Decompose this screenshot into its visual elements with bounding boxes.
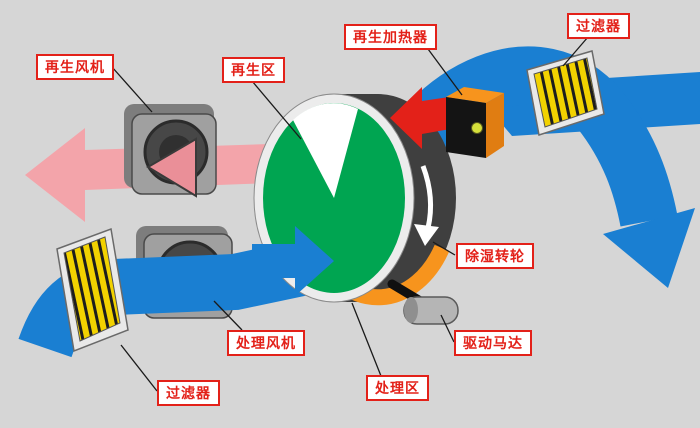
heater-top-face xyxy=(446,87,504,103)
heater-indicator-dot xyxy=(471,122,483,134)
filter-media xyxy=(533,57,598,128)
label-filter-bottom: 过滤器 xyxy=(157,380,220,406)
regen-exhaust-flow-arrow xyxy=(146,137,197,198)
label-regen-zone: 再生区 xyxy=(222,57,285,83)
label-drive-motor: 驱动马达 xyxy=(454,330,532,356)
filter-top xyxy=(526,50,605,136)
heater-front-face xyxy=(446,97,486,158)
dehumidifier-wheel xyxy=(253,93,456,306)
leader-line-regen-fan xyxy=(111,66,153,113)
label-process-fan: 处理风机 xyxy=(227,330,305,356)
label-process-zone: 处理区 xyxy=(366,375,429,401)
heater-side-face xyxy=(486,93,504,158)
leader-line-regen-zone xyxy=(251,80,302,140)
label-regen-fan: 再生风机 xyxy=(36,54,114,80)
process-air-outlet-arrowhead xyxy=(603,208,695,288)
label-regen-heater: 再生加热器 xyxy=(344,24,437,50)
process-air-flow-arrow xyxy=(252,226,334,296)
motor-end-cap xyxy=(404,297,418,323)
filter-bottom xyxy=(56,227,129,353)
rotation-arrow xyxy=(420,165,434,229)
leader-line-regen-heater xyxy=(427,48,463,96)
hot-air-arrow xyxy=(390,87,456,149)
leader-line-wheel xyxy=(432,241,456,256)
motor-body xyxy=(403,296,459,325)
leader-line-process-fan xyxy=(213,300,243,331)
rotation-arrowhead xyxy=(414,224,439,246)
leader-line-filter-bottom xyxy=(120,344,158,392)
label-dehumid-wheel: 除湿转轮 xyxy=(456,243,534,269)
regen-sector-wedge xyxy=(293,103,358,198)
drive-motor xyxy=(403,296,459,325)
leader-line-filter-top xyxy=(562,36,589,67)
label-filter-top: 过滤器 xyxy=(567,13,630,39)
leader-line-motor xyxy=(440,314,455,343)
leader-line-process-zone xyxy=(351,302,382,377)
filter-media xyxy=(63,236,121,342)
leader-lines xyxy=(111,36,589,392)
regen-heater xyxy=(446,87,504,158)
